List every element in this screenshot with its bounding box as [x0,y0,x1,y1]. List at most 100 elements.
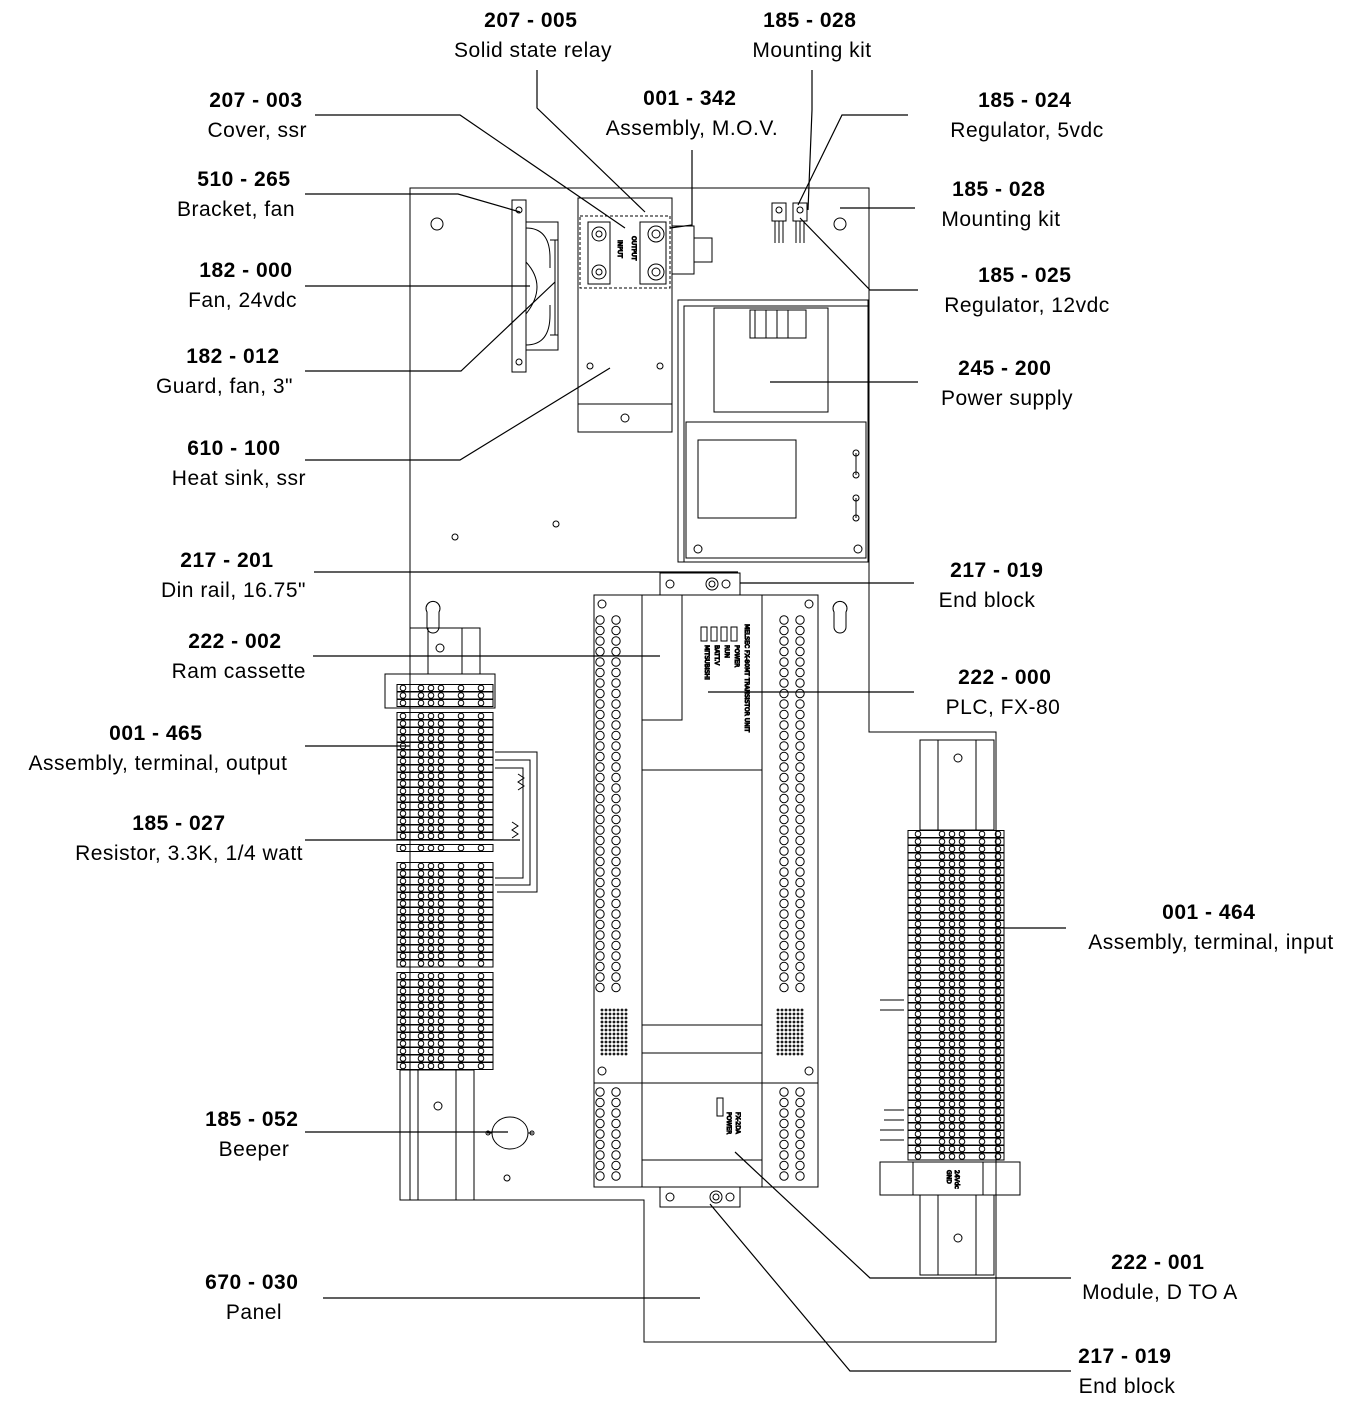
terminal-screw [938,950,946,958]
vent-hole [600,1012,604,1016]
vent-hole [608,1040,612,1044]
plc-terminal-screw [611,1118,621,1129]
terminal-screw [457,810,465,817]
plc-terminal-screw [611,919,621,930]
terminal-screw [457,727,465,735]
vent-hole [624,1024,628,1028]
vent-hole [620,1036,624,1040]
plc-terminal-screw [779,772,789,783]
vent-hole [600,1048,604,1052]
vent-hole [608,1048,612,1052]
terminal-screw [457,795,465,802]
terminal-screw [994,1063,1002,1070]
plc-terminal-screw [595,688,605,699]
terminal-screw [437,727,445,735]
terminal-screw [457,870,465,877]
terminal-screw [417,1010,425,1017]
vent-hole [604,1048,608,1052]
terminal-screw [948,973,956,980]
vent-hole [800,1016,804,1020]
terminal-screw [457,892,465,900]
terminal-screw [427,817,435,825]
terminal-screw [914,1153,922,1160]
plc-power-led-label: POWER [733,645,740,667]
vent-hole [792,1008,796,1012]
plc-terminal-screw [795,898,805,909]
input-terminal-row [907,965,1005,973]
input-terminal-row [907,860,1005,868]
plc-terminal-screw [795,709,805,720]
terminal-screw [457,699,465,707]
vent-hole [800,1008,804,1012]
plc-terminal-screw [779,636,789,646]
terminal-screw [958,980,966,988]
terminal-screw [399,1025,407,1032]
callout-001-342: 001 - 342 Assembly, M.O.V. [606,87,779,140]
terminal-screw [477,832,485,840]
terminal-screw [457,750,465,757]
terminal-screw [427,907,435,915]
terminal-screw [437,1010,445,1017]
terminal-screw [477,795,485,802]
terminal-screw [978,1145,986,1153]
terminal-screw [437,892,445,900]
terminal-screw [457,1032,465,1040]
terminal-screw [958,845,966,853]
vent-hole [792,1052,796,1056]
terminal-screw [457,1010,465,1017]
terminal-screw [417,952,425,960]
terminal-screw [978,1100,986,1108]
terminal-screw [938,845,946,853]
terminal-screw [938,1033,946,1040]
plc-terminal-screw [795,667,805,678]
terminal-screw [457,987,465,995]
terminal-screw [938,920,946,928]
plc-terminal-screw [795,856,805,867]
vent-hole [620,1016,624,1020]
plc-terminal-screw [595,909,605,919]
terminal-screw [437,757,445,765]
terminal-screw [399,757,407,765]
input-terminal-row [907,912,1005,921]
plc-terminal-screw [595,856,605,867]
terminal-screw [427,735,435,742]
terminal-screw [399,987,407,995]
plc-model-label: MELSEC FX-80MT TRANSISTOR UNIT [743,624,750,733]
vent-hole [784,1028,788,1032]
vent-hole [616,1016,620,1020]
plc-terminal-screw [595,898,605,909]
terminal-screw [994,883,1002,890]
plc-terminal-screw [595,772,605,783]
plc-terminal-screw [779,699,789,709]
input-terminal-row [907,957,1005,966]
terminal-screw [399,915,407,922]
terminal-screw [914,1018,922,1025]
terminal-screw [914,950,922,958]
terminal-screw [994,898,1002,905]
terminal-screw [417,699,425,707]
terminal-screw [437,922,445,930]
terminal-screw [477,742,485,750]
plc-terminal-screw [795,1139,805,1150]
terminal-screw [417,1017,425,1025]
terminal-screw [958,1003,966,1010]
vent-hole [624,1048,628,1052]
callout-207-003: 207 - 003 Cover, ssr [207,89,307,142]
plc-terminal-screw [595,972,605,982]
input-terminal-row [907,875,1005,883]
terminal-screw [938,853,946,860]
vent-hole [608,1008,612,1012]
terminal-screw [399,780,407,787]
plc-terminal-screw [611,888,621,898]
terminal-screw [958,1138,966,1145]
vent-hole [788,1036,792,1040]
vent-hole [792,1048,796,1052]
plc-terminal-screw [779,646,789,657]
terminal-screw [417,692,425,699]
plc-terminal-screw [595,762,605,772]
ssr-output-label: OUTPUT [630,236,637,261]
terminal-screw [399,972,407,980]
plc-terminal-screw [779,1129,789,1139]
callout-182-012: 182 - 012 Guard, fan, 3" [156,345,293,398]
terminal-screw [437,692,445,699]
